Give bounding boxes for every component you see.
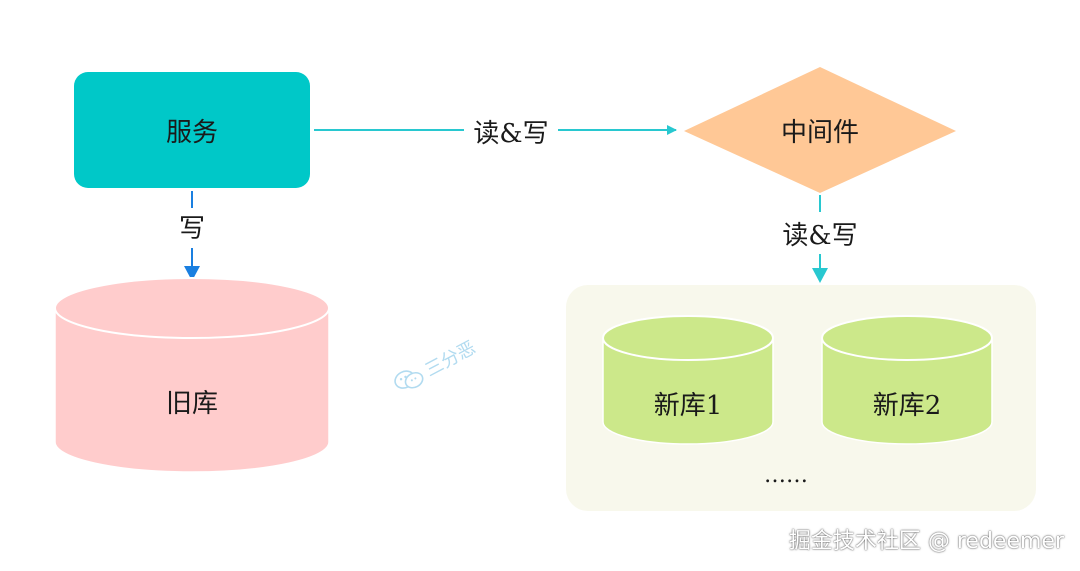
arrowhead-down-icon: [812, 268, 828, 283]
new-db-2-node: 新库2: [821, 315, 993, 445]
edge-label-write: 写: [179, 214, 205, 244]
service-label: 服务: [166, 118, 218, 148]
watermark: 三分恶: [390, 334, 480, 398]
edge-service-to-old-db: 写: [179, 191, 205, 281]
middleware-node: 中间件: [684, 67, 956, 193]
service-node: 服务: [74, 72, 310, 188]
new-db-1-label: 新库1: [654, 391, 723, 421]
edge-middleware-to-new-dbs: 读&写: [782, 195, 858, 283]
more-dbs-ellipsis: ……: [764, 463, 808, 488]
new-db-1-node: 新库1: [602, 315, 774, 445]
edge-label-read-write-2: 读&写: [782, 221, 857, 251]
wechat-icon: [394, 370, 424, 389]
credit-text: 掘金技术社区 @ redeemer: [788, 529, 1064, 554]
old-db-label: 旧库: [166, 389, 218, 419]
edge-service-to-middleware: 读&写: [314, 119, 677, 149]
new-db-2-label: 新库2: [873, 391, 942, 421]
arrowhead-down-icon: [184, 266, 200, 281]
old-db-node: 旧库: [54, 277, 330, 473]
edge-label-read-write: 读&写: [473, 119, 548, 149]
middleware-label: 中间件: [781, 118, 859, 148]
